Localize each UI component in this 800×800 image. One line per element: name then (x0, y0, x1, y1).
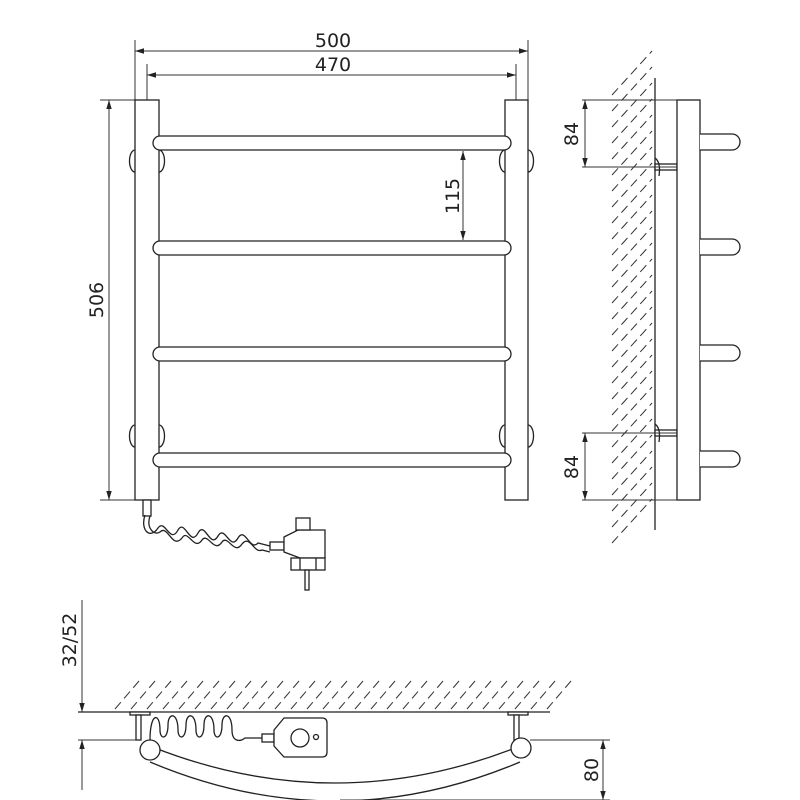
dim-84-top-label: 84 (561, 122, 583, 146)
hatch-line (611, 338, 653, 384)
hatch-line (611, 322, 653, 368)
front-view: 500 470 506 115 (86, 30, 535, 591)
towel-bar (152, 135, 512, 151)
left-post-section (139, 739, 161, 761)
hatch-line (130, 680, 156, 710)
hatch-line (306, 680, 332, 710)
hatch-line (370, 680, 396, 710)
hatch-line (611, 418, 653, 464)
dim-80-label: 80 (581, 758, 603, 782)
towel-bar (152, 240, 512, 256)
right-post (504, 99, 529, 501)
hatch-line (146, 680, 172, 710)
hatch-line (178, 680, 204, 710)
dim-32-52-label: 32/52 (59, 613, 81, 668)
hatch-line (210, 680, 236, 710)
hatch-line (434, 680, 460, 710)
hatch-line (482, 680, 508, 710)
hatch-line (611, 402, 653, 448)
hatch-line (611, 210, 653, 256)
hatch-line (611, 130, 653, 176)
hatch-line (114, 680, 140, 710)
hatch-line (611, 242, 653, 288)
hatch-line (611, 498, 653, 544)
hatch-line (402, 680, 428, 710)
hatch-line (194, 680, 220, 710)
hatch-line (258, 680, 284, 710)
hatch-line (611, 290, 653, 336)
hatch-line (226, 680, 252, 710)
hatch-line (611, 482, 653, 528)
hatch-line (530, 680, 556, 710)
hatch-line (162, 680, 188, 710)
dim-500-label: 500 (315, 30, 351, 52)
hatch-line (611, 354, 653, 400)
hatch-line (611, 274, 653, 320)
hatch-line (611, 50, 653, 96)
hatch-line (338, 680, 364, 710)
hatch-line (514, 680, 540, 710)
hatch-line (242, 680, 268, 710)
hatch-line (466, 680, 492, 710)
towel-bar (152, 452, 512, 468)
hatch-line (418, 680, 444, 710)
power-cable (142, 499, 271, 553)
dim-115-label: 115 (442, 178, 464, 214)
power-cable (149, 715, 262, 742)
side-view: 84 84 (561, 50, 741, 544)
hatch-line (611, 66, 653, 112)
hatch-line (611, 194, 653, 240)
hatch-line (611, 306, 653, 352)
left-post (134, 99, 160, 501)
hatch-line (611, 146, 653, 192)
thermostat-plug-icon (273, 717, 328, 758)
towel-bar (152, 346, 512, 362)
hatch-line (386, 680, 412, 710)
hatch-line (611, 386, 653, 432)
hatch-line (611, 466, 653, 512)
hatch-line (290, 680, 316, 710)
dim-470-label: 470 (315, 54, 351, 76)
hatch-line (354, 680, 380, 710)
plan-view: 32/52 80 (59, 600, 610, 800)
hatch-line (546, 680, 572, 710)
hatch-line (611, 82, 653, 128)
plug-icon (269, 517, 326, 591)
hatch-line (611, 162, 653, 208)
hatch-line (611, 114, 653, 160)
hatch-line (611, 178, 653, 224)
hatch-line (498, 680, 524, 710)
hatch-line (611, 450, 653, 496)
hatch-line (611, 98, 653, 144)
dim-84-bottom-label: 84 (561, 455, 583, 479)
hatch-line (274, 680, 300, 710)
right-post-section (510, 737, 532, 759)
side-post (676, 99, 701, 501)
dim-506-label: 506 (86, 282, 108, 318)
hatch-line (322, 680, 348, 710)
hatch-line (611, 226, 653, 272)
hatch-line (450, 680, 476, 710)
hatch-line (611, 258, 653, 304)
hatch-line (611, 434, 653, 480)
hatch-line (611, 370, 653, 416)
